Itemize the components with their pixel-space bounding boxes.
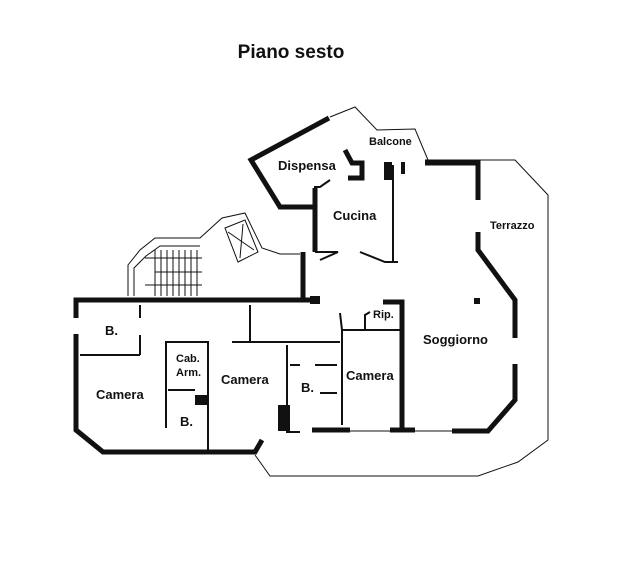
room-label-bagno-3: B.	[180, 414, 193, 429]
room-label-camera-2: Camera	[221, 372, 269, 387]
room-label-cabina-armadio-1: Cab.	[176, 353, 200, 365]
wall	[383, 299, 405, 432]
pillar	[384, 162, 392, 180]
balcony-outline	[329, 106, 429, 161]
room-label-soggiorno: Soggiorno	[423, 332, 488, 347]
north-wall	[73, 297, 320, 455]
cucina-door-2	[359, 251, 398, 263]
room-label-ripostiglio: Rip.	[373, 309, 394, 321]
room-label-cucina: Cucina	[333, 208, 377, 223]
wall	[364, 311, 371, 330]
lift	[224, 219, 259, 263]
room-label-dispensa: Dispensa	[278, 158, 336, 173]
cucina-door	[315, 251, 339, 261]
terrace-outline	[254, 159, 549, 477]
room-label-bagno-1: B.	[105, 323, 118, 338]
stairs	[145, 250, 202, 296]
wall	[286, 345, 300, 433]
stair-outline	[127, 212, 300, 296]
room-label-balcone: Balcone	[369, 136, 412, 148]
room-label-bagno-2: B.	[301, 380, 314, 395]
stair-outline-2	[133, 245, 200, 296]
plan-title: Piano sesto	[237, 42, 345, 63]
room-label-cabina-armadio-2: Arm.	[176, 367, 202, 379]
dispensa-wall-2	[342, 148, 365, 181]
dispensa-wall	[247, 115, 331, 210]
room-label-camera-1: Camera	[96, 387, 144, 402]
soggiorno-wall-top	[425, 160, 518, 434]
room-label-terrazzo: Terrazzo	[490, 220, 535, 232]
wall	[339, 312, 343, 425]
room-label-camera-3: Camera	[346, 368, 394, 383]
